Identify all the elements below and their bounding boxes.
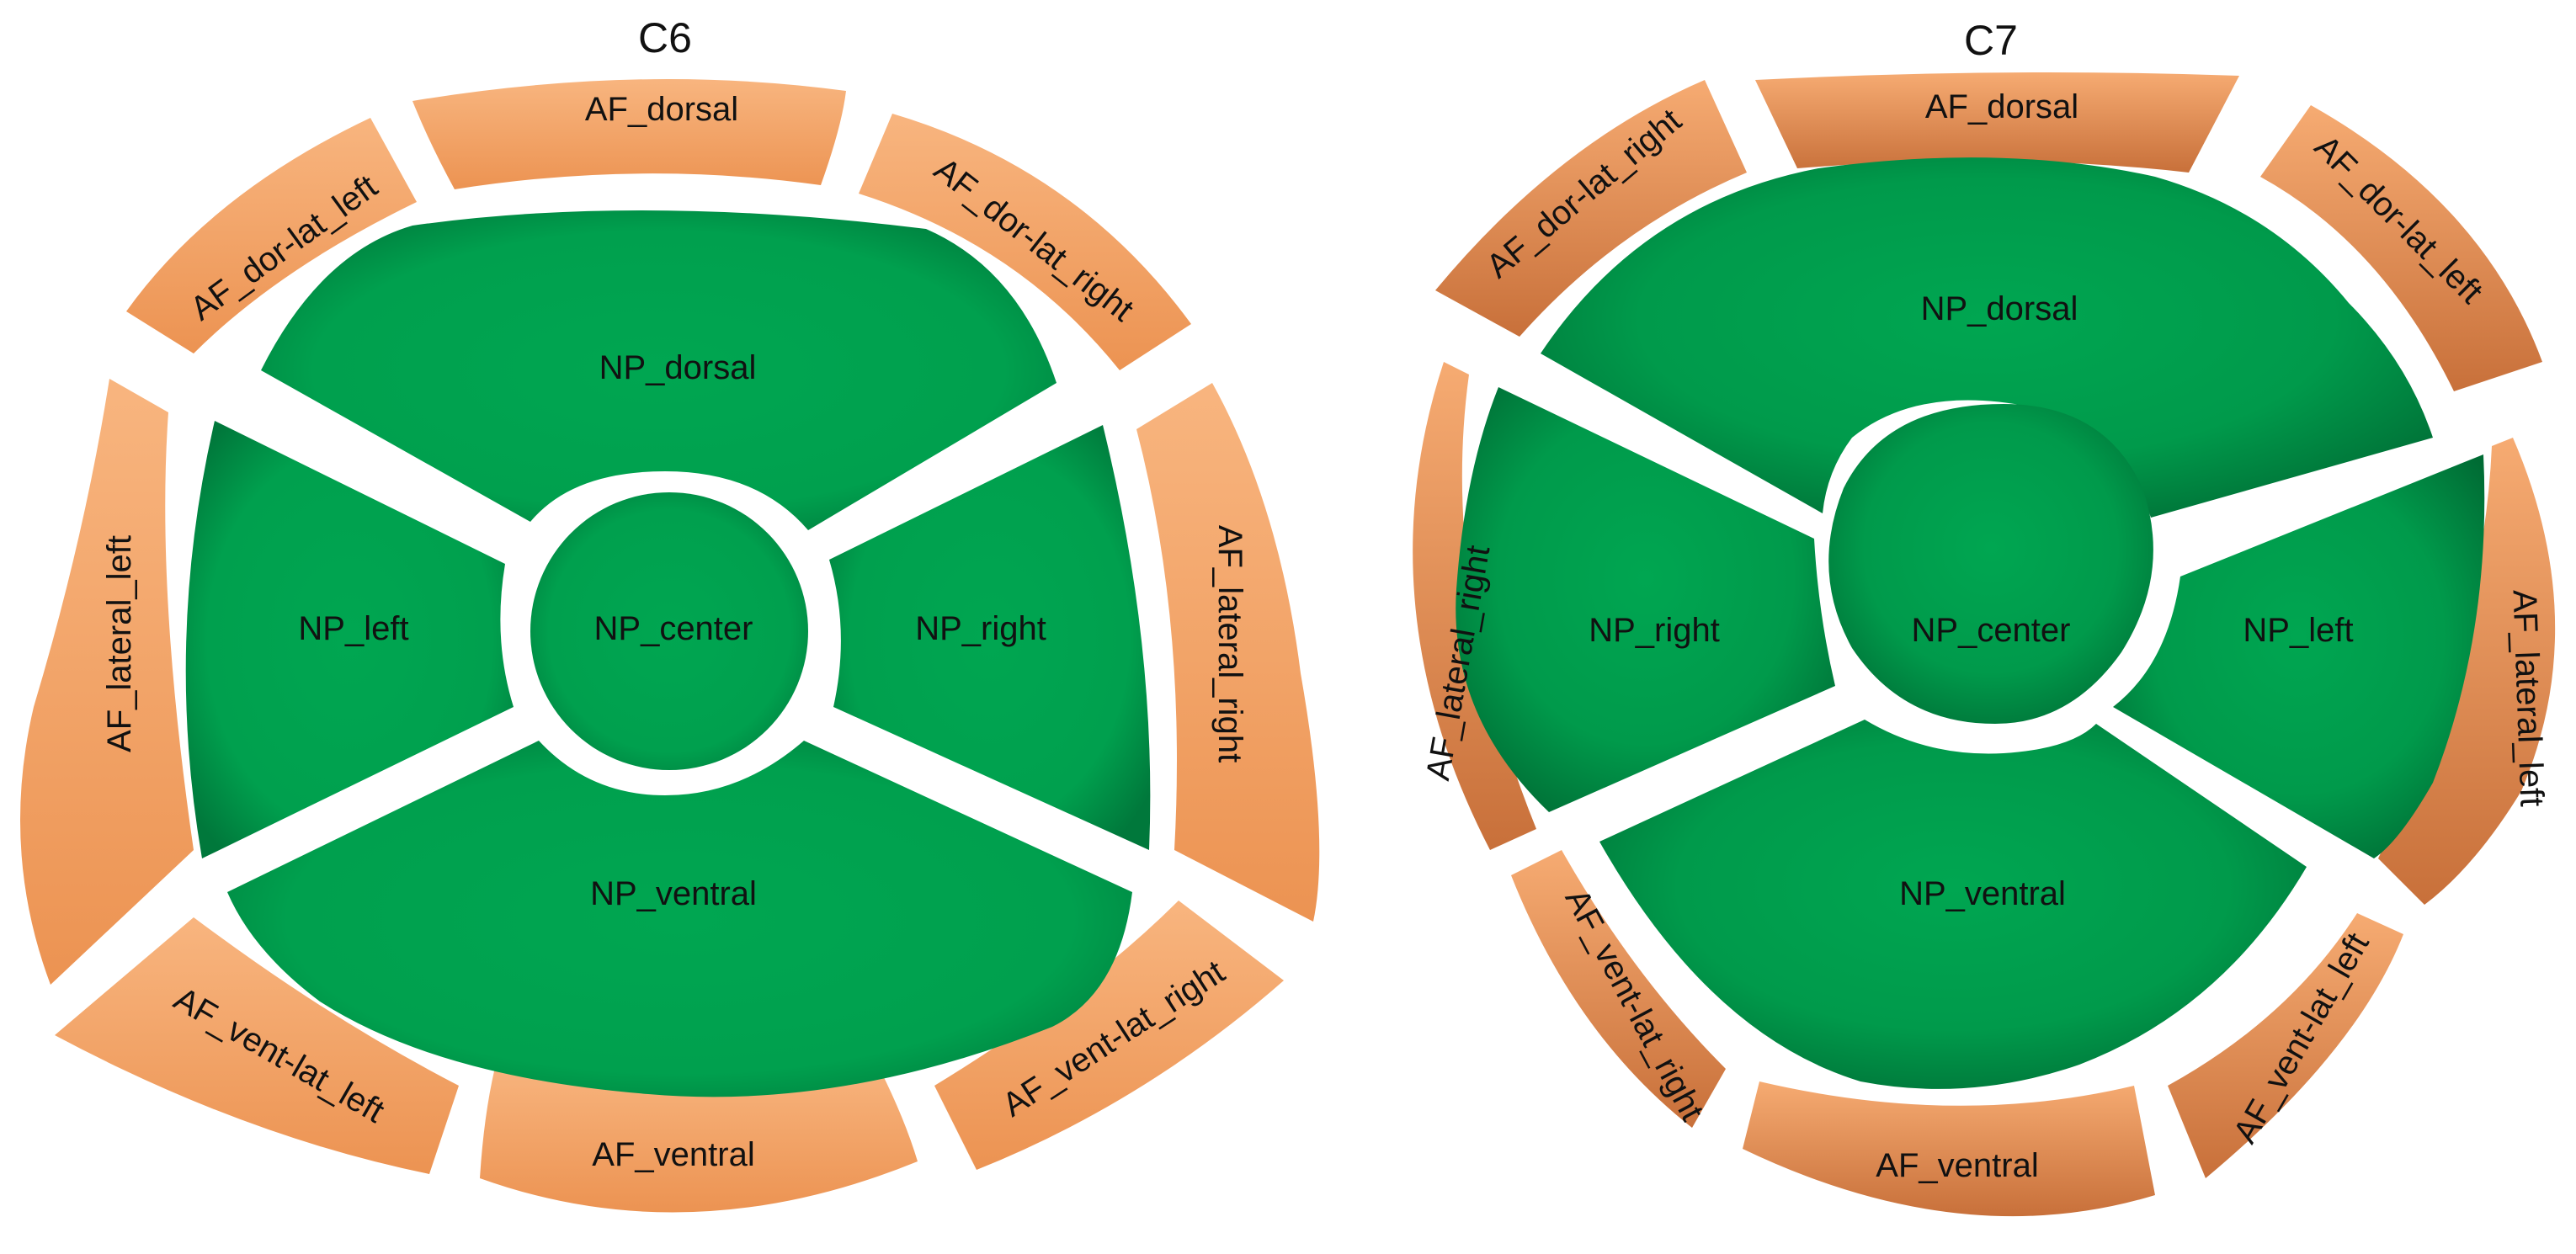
c7-np-right-region [1456,387,1835,812]
c7-af-lateral-right-segment [1413,362,1536,850]
c7-np-dorsal-label: NP_dorsal [1921,290,2078,327]
c6-np-ventral-label: NP_ventral [590,875,757,912]
c7-np-left-label: NP_left [2243,612,2353,649]
c7-title: C7 [1964,17,2018,64]
c7-np-center-region [1828,404,2153,724]
c6-np-dorsal-region [261,210,1056,530]
c7-af-vent-lat-left-segment [2168,913,2403,1178]
c7-np-right-label: NP_right [1589,612,1720,649]
c6-af-vent-lat-right-segment [934,901,1284,1170]
c6-af-dor-lat-left-segment [126,118,417,353]
c6-np-center-region [530,492,808,770]
c6-np-center-label: NP_center [594,610,753,647]
c6-af-lateral-left-segment [20,379,194,985]
c7-af-ventral-label: AF_ventral [1876,1147,2038,1184]
c7-disc: C7 NP_dorsal NP_right NP_center NP_left … [1413,17,2556,1217]
c6-af-dor-lat-right-segment [859,114,1191,370]
c6-af-ventral-label: AF_ventral [592,1136,754,1173]
c6-af-lateral-left-label: AF_lateral_left [101,535,138,752]
c7-af-vent-lat-right-segment [1511,850,1726,1128]
c6-af-lateral-right-segment [1136,383,1320,922]
c6-af-dorsal-segment [412,79,846,190]
c7-af-dorsal-label: AF_dorsal [1925,88,2078,125]
c6-np-dorsal-label: NP_dorsal [599,349,757,386]
c6-np-right-region [829,425,1151,850]
c7-af-ventral-segment [1743,1081,2155,1217]
c6-title: C6 [638,14,692,61]
c6-np-ventral-region [227,741,1132,1097]
c7-af-dor-lat-right-segment [1435,80,1747,337]
c7-np-ventral-label: NP_ventral [1899,875,2066,912]
c6-disc: C6 NP_dorsal NP_left NP_center NP_right … [20,14,1320,1213]
c6-np-left-region [185,421,514,858]
c7-af-dorsal-segment [1755,72,2239,173]
c7-np-ventral-region [1599,720,2307,1089]
c7-af-lateral-left-label: AF_lateral_left [2506,589,2551,807]
c6-af-vent-lat-left-segment [55,917,459,1174]
c7-np-dorsal-region [1541,157,2433,518]
c6-np-right-label: NP_right [915,610,1046,647]
c6-af-ventral-segment [480,1060,918,1213]
c6-np-left-label: NP_left [298,610,408,647]
c7-np-left-region [2113,454,2485,858]
c7-np-center-label: NP_center [1912,612,2071,649]
c6-af-lateral-right-label: AF_lateral_right [1211,525,1248,762]
c7-af-dor-lat-left-segment [2260,105,2542,391]
c6-af-dorsal-label: AF_dorsal [585,91,738,128]
